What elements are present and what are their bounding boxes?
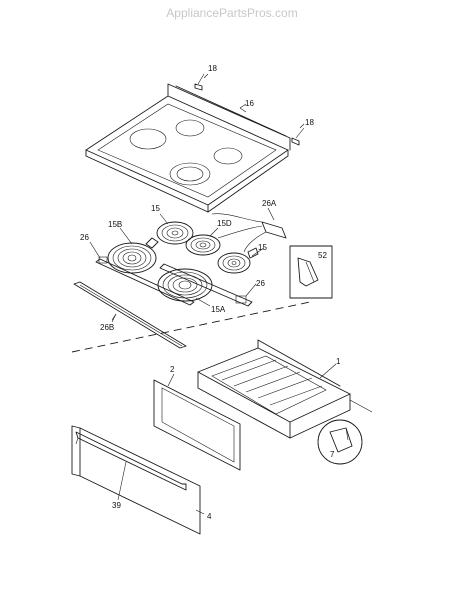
burner-15-top bbox=[156, 221, 194, 245]
burner-15d bbox=[185, 234, 221, 256]
callout-2: 2 bbox=[170, 365, 175, 374]
drawer-panel-2 bbox=[153, 379, 241, 471]
front-rail-26b bbox=[73, 281, 187, 349]
screw-18-top bbox=[194, 73, 205, 91]
section-divider bbox=[71, 301, 311, 353]
callout-52: 52 bbox=[318, 251, 327, 260]
callout-15b: 15B bbox=[108, 220, 122, 229]
callout-1: 1 bbox=[336, 357, 341, 366]
burner-15b bbox=[107, 237, 159, 274]
screw-18-right bbox=[291, 127, 305, 146]
callout-7: 7 bbox=[330, 450, 335, 459]
cooktop-glass-top bbox=[85, 83, 291, 213]
callout-26a: 26A bbox=[262, 199, 277, 208]
callout-18-right: 18 bbox=[305, 118, 314, 127]
callout-15-top: 15 bbox=[151, 204, 160, 213]
wire-harness-26a bbox=[211, 207, 287, 253]
callout-15d: 15D bbox=[217, 219, 232, 228]
callout-15a: 15A bbox=[211, 305, 226, 314]
burner-15-right bbox=[217, 247, 259, 274]
support-rail-26-left bbox=[95, 256, 195, 306]
callout-16: 16 bbox=[245, 99, 254, 108]
watermark-text: AppliancePartsPros.com bbox=[166, 6, 297, 20]
drawer-handle-39 bbox=[75, 431, 187, 491]
callout-15-right: 15 bbox=[258, 243, 267, 252]
callout-26-right: 26 bbox=[256, 279, 265, 288]
leader-lines bbox=[89, 73, 337, 515]
support-rail-26-right bbox=[159, 263, 253, 307]
drawer-body-1 bbox=[197, 339, 351, 439]
switch-52 bbox=[289, 245, 333, 299]
callout-26-left: 26 bbox=[80, 233, 89, 242]
callout-39: 39 bbox=[112, 501, 121, 510]
burner-15a bbox=[157, 268, 213, 302]
drawer-front-4 bbox=[71, 425, 201, 535]
drawer-clip-7 bbox=[317, 419, 363, 465]
callout-26b: 26B bbox=[100, 323, 114, 332]
callout-4: 4 bbox=[207, 512, 212, 521]
callout-18-top: 18 bbox=[208, 64, 217, 73]
